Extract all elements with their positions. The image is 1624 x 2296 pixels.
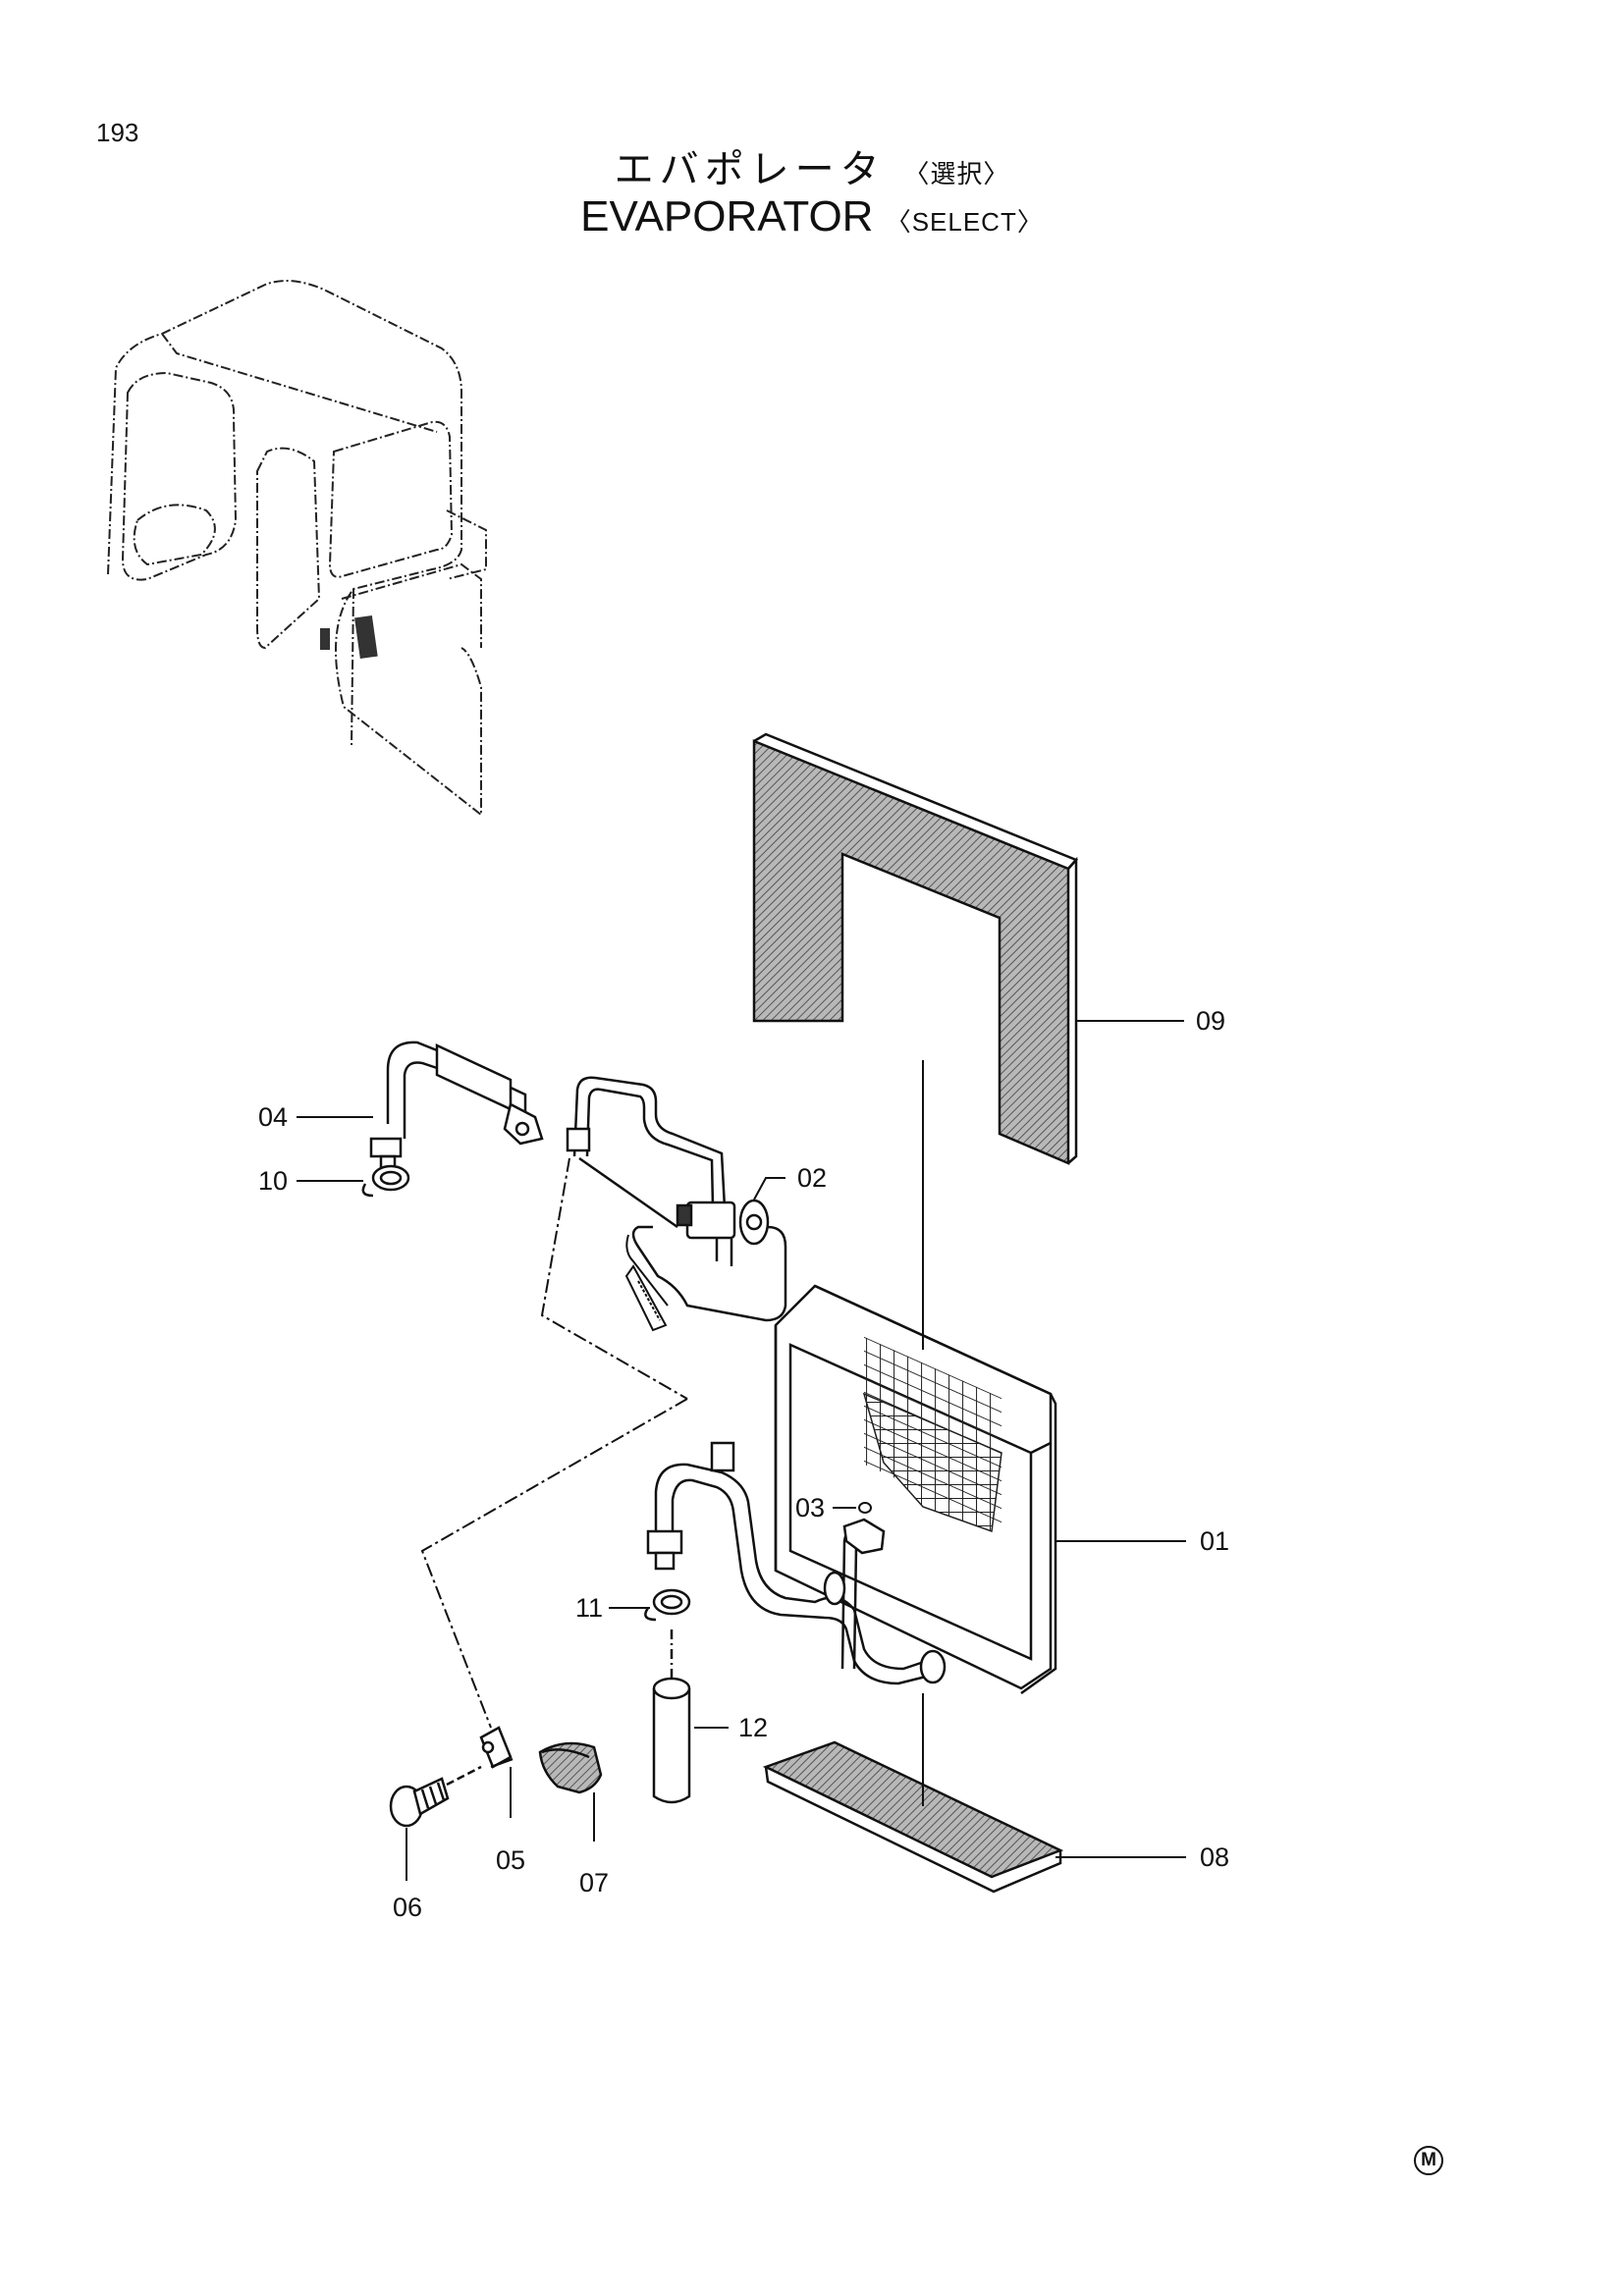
callout-06: 06 — [393, 1893, 423, 1922]
part-04-elbow-fitting — [369, 1041, 544, 1190]
part-05-clip-nut — [479, 1726, 514, 1769]
callout-02: 02 — [797, 1163, 828, 1193]
callout-03: 03 — [795, 1493, 826, 1522]
part-02-expansion-valve — [631, 1199, 787, 1322]
part-09-cover — [752, 732, 1079, 1165]
refrigerant-pipe-upper — [566, 1076, 727, 1229]
callout-07: 07 — [579, 1868, 610, 1897]
capillary-sensing-bulb — [624, 1234, 669, 1332]
title-jp-text: エバポレータ — [614, 147, 886, 192]
callout-10: 10 — [258, 1166, 289, 1196]
callout-11: 11 — [575, 1593, 604, 1623]
part-12-drain-hose — [652, 1629, 691, 1804]
part-03-o-ring — [858, 1502, 872, 1514]
callout-09: 09 — [1196, 1006, 1226, 1036]
title-en-sub: 〈SELECT〉 — [885, 207, 1044, 237]
leader-lines — [297, 1020, 1186, 1881]
page-number: 193 — [96, 118, 139, 147]
part-10-clamp — [361, 1164, 410, 1198]
cab-overview — [107, 280, 487, 818]
part-08-drain-tray — [762, 1740, 1064, 1894]
callout-05: 05 — [496, 1845, 526, 1875]
callout-04: 04 — [258, 1102, 289, 1132]
title-en-text: EVAPORATOR — [580, 192, 874, 240]
callout-08: 08 — [1200, 1842, 1230, 1872]
part-01-evaporator-core — [774, 1284, 1057, 1695]
page-title-en: EVAPORATOR 〈SELECT〉 — [0, 192, 1624, 241]
callout-12: 12 — [738, 1713, 769, 1742]
refrigerant-pipe-lower — [646, 1441, 947, 1685]
part-11-clamp — [644, 1588, 691, 1622]
page-title-jp: エバポレータ 〈選択〉 — [0, 137, 1624, 194]
part-07-seal — [538, 1741, 603, 1794]
callout-01: 01 — [1200, 1526, 1230, 1556]
part-06-screw — [389, 1765, 482, 1828]
title-jp-sub: 〈選択〉 — [903, 160, 1010, 189]
m-mark: M — [1414, 2146, 1443, 2175]
connection-lines — [420, 1157, 728, 1729]
evaporator-location-marker — [320, 614, 378, 660]
